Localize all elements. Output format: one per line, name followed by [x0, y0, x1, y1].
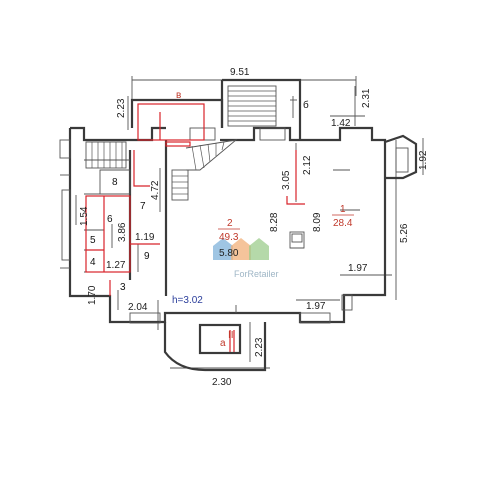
room-8-label: 8	[112, 177, 118, 188]
dim-bay-height: 1.92	[418, 150, 429, 170]
room-1-area: 28.4	[333, 218, 353, 229]
upper-label: в	[176, 90, 181, 101]
dim-span-828: 8.28	[269, 212, 280, 232]
room-9-label: 9	[144, 251, 150, 262]
red-markings	[85, 103, 305, 296]
watermark-house-icon	[213, 238, 233, 260]
dim-top-width: 9.51	[230, 67, 250, 78]
dim-span-119: 1.19	[135, 232, 155, 243]
dim-center-depth: 3.05	[281, 170, 292, 190]
room-1-number: 1	[340, 204, 346, 215]
dim-room1-width: 1.97	[348, 263, 368, 274]
porch-roman: II	[228, 330, 234, 341]
room-3-label: 3	[120, 282, 126, 293]
porch	[163, 322, 267, 372]
dim-span-386: 3.86	[117, 222, 128, 242]
room-labels: 1 28.4 2 49.3 3 4 5 6 7 8 9 б в a II	[90, 90, 354, 349]
staircases	[85, 85, 297, 201]
dim-span-472: 4.72	[150, 180, 161, 200]
building-walls	[59, 78, 418, 324]
room-2-area: 49.3	[219, 232, 239, 243]
dim-notch-width: 1.42	[331, 118, 351, 129]
ceiling-height: h=3.02	[172, 295, 203, 306]
dim-bottom-right: 1.97	[306, 301, 326, 312]
dim-right-height: 5.26	[399, 223, 410, 243]
dimension-labels: 9.51 2.23 2.31 1.42 1.92 5.26 2.12 1.97 …	[79, 67, 429, 388]
dim-span-204: 2.04	[128, 302, 148, 313]
dim-span-809: 8.09	[312, 212, 323, 232]
dim-stair-right: 2.31	[361, 88, 372, 108]
watermark-text: ForRetailer	[234, 269, 279, 279]
fixtures	[289, 231, 305, 249]
dim-porch-depth: 2.23	[254, 337, 265, 357]
room-2-number: 2	[227, 218, 233, 229]
dim-center-width: 2.12	[302, 155, 313, 175]
dim-span-127: 1.27	[106, 260, 126, 271]
dim-span-170: 1.70	[87, 285, 98, 305]
room-6-label: 6	[107, 214, 113, 225]
dim-stair-left: 2.23	[116, 98, 127, 118]
dim-porch-width: 2.30	[212, 377, 232, 388]
room-5-label: 5	[90, 235, 96, 246]
watermark-house-icon-2	[231, 238, 251, 260]
room-7-label: 7	[140, 201, 146, 212]
watermark-house-icon-3	[249, 238, 269, 260]
dim-room2-width: 5.80	[219, 248, 239, 259]
room-4-label: 4	[90, 257, 96, 268]
watermark: ForRetailer	[213, 238, 279, 279]
dimension-lines	[75, 76, 424, 369]
dim-span-154: 1.54	[79, 206, 90, 226]
stairwell-label: б	[303, 99, 309, 111]
porch-label: a	[220, 338, 226, 349]
